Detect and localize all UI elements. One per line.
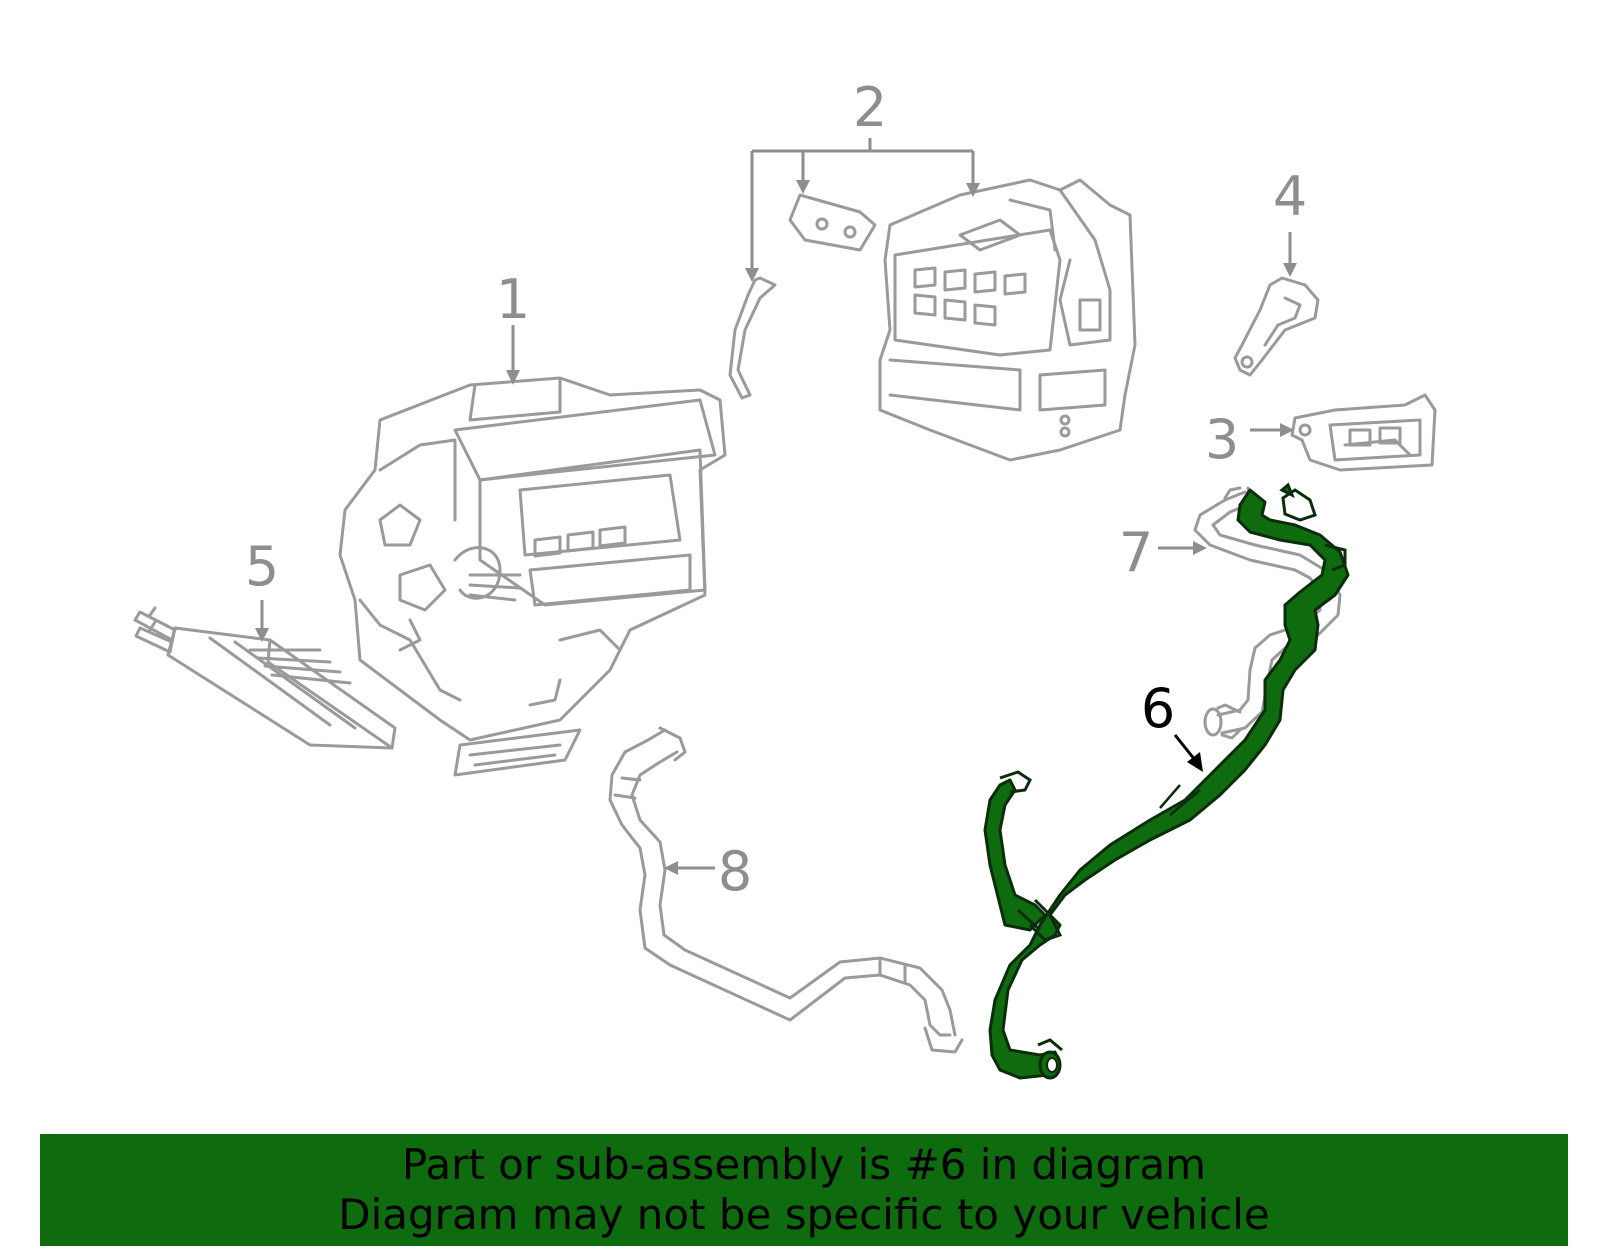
callout-2: 2 (853, 76, 887, 139)
part-5-heater-core[interactable] (133, 606, 397, 750)
part-2-seal[interactable] (728, 276, 777, 400)
leader-lines (255, 138, 1297, 875)
callout-7: 7 (1119, 521, 1153, 584)
info-banner: Part or sub-assembly is #6 in diagram Di… (40, 1134, 1568, 1246)
callout-1: 1 (496, 268, 530, 331)
part-3-bracket[interactable] (1290, 393, 1437, 472)
callout-5: 5 (245, 535, 279, 598)
callout-8: 8 (718, 840, 752, 903)
part-4-bracket[interactable] (1233, 276, 1320, 377)
callout-3: 3 (1205, 408, 1239, 471)
callout-6: 6 (1141, 677, 1175, 740)
part-6-hose-assembly[interactable] (983, 482, 1350, 1080)
part-8-hose[interactable] (608, 726, 964, 1054)
banner-line-1: Part or sub-assembly is #6 in diagram (401, 1140, 1207, 1189)
part-2-blower-housing[interactable] (878, 178, 1137, 462)
callout-4: 4 (1273, 165, 1307, 228)
part-1-hvac-case[interactable] (338, 376, 727, 777)
part-2-bracket[interactable] (788, 193, 877, 252)
banner-line-2: Diagram may not be specific to your vehi… (338, 1190, 1270, 1239)
